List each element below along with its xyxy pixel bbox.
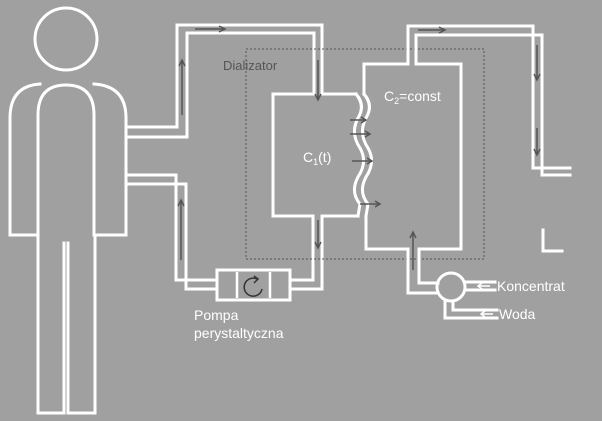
pump-label-line1: Pompa — [194, 307, 239, 323]
diffusion-arrow-icon-2 — [350, 130, 372, 138]
c1-label: C1(t) — [303, 149, 331, 167]
mixer-inlet-arrow-icon-2 — [479, 310, 493, 318]
arrow-up-icon — [178, 58, 186, 115]
c2-label: C2=const — [384, 88, 441, 106]
diffusion-arrow-icon-3 — [352, 157, 374, 165]
patient-right-arm — [92, 82, 128, 237]
blood-compartment — [271, 92, 315, 218]
arrow-right-icon — [195, 25, 227, 33]
arrow-up-icon-2 — [177, 198, 185, 260]
pump-label-line2: perystaltyczna — [194, 325, 284, 341]
arrow-down-icon-3 — [533, 45, 541, 82]
venous-line — [124, 173, 324, 291]
arrow-up-icon-3 — [409, 230, 417, 270]
arrow-down-icon — [314, 60, 322, 102]
patient-figure — [8, 6, 128, 415]
corner-mark — [541, 228, 564, 253]
arrow-down-icon-4 — [533, 128, 541, 157]
patient-leg-left — [36, 233, 66, 415]
dialysate-mixer — [435, 271, 499, 320]
koncentrat-label: Koncentrat — [497, 278, 565, 294]
diffusion-arrow-icon — [350, 116, 368, 124]
patient-left-arm — [8, 82, 42, 237]
diffusion-arrow-icon-4 — [360, 200, 382, 208]
patient-head — [33, 6, 99, 72]
membrane-inner — [361, 91, 373, 218]
pump-rotor-icon — [243, 277, 263, 297]
mixer-inlet-arrow-icon — [476, 282, 490, 290]
peristaltic-pump — [215, 268, 292, 302]
arrow-right-icon-2 — [418, 26, 447, 34]
flow-arrows — [177, 25, 541, 270]
patient-leg-right — [66, 233, 97, 415]
arterial-line — [124, 23, 324, 139]
dialysate-outlet — [406, 24, 572, 177]
woda-label: Woda — [499, 306, 536, 322]
membrane — [353, 91, 365, 218]
dializator-label: Dializator — [223, 58, 278, 73]
arrow-down-icon-2 — [314, 220, 322, 250]
dialysate-compartment — [362, 62, 463, 251]
patient-torso — [36, 83, 96, 237]
dialysate-inlet — [406, 247, 440, 295]
